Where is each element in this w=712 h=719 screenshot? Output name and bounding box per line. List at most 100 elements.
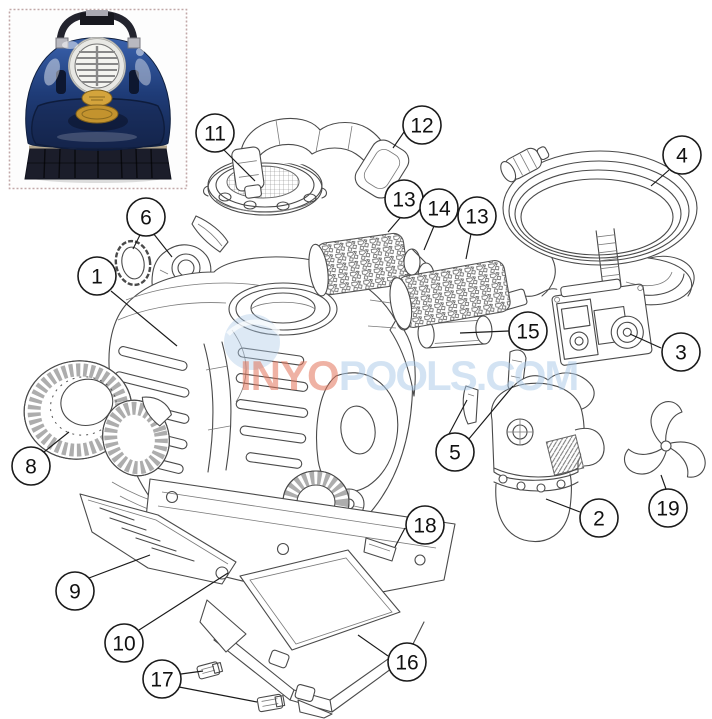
callout-number-16: 16 <box>395 652 418 675</box>
part-power-supply <box>485 228 695 366</box>
photo-handle <box>55 10 141 49</box>
part-clip-a <box>196 661 224 680</box>
callout-circle-13 <box>457 196 497 236</box>
callout-8: 8 <box>11 446 51 486</box>
part-clip-b <box>256 693 286 713</box>
callout-circle-6 <box>126 197 166 237</box>
callout-leader-9 <box>88 554 151 579</box>
callout-circle-1 <box>77 256 117 296</box>
callout-number-13: 13 <box>392 189 415 212</box>
callout-leader-11 <box>223 149 256 182</box>
part-seal-ring <box>114 239 152 287</box>
callout-number-8: 8 <box>25 456 37 479</box>
callout-number-3: 3 <box>675 342 687 365</box>
part-pump-motor <box>490 372 605 542</box>
callout-number-10: 10 <box>112 633 135 656</box>
callout-number-15: 15 <box>516 321 539 344</box>
callout-12: 12 <box>402 105 442 145</box>
callout-number-4: 4 <box>676 145 688 168</box>
part-brush-right <box>389 260 511 330</box>
callout-5: 5 <box>435 432 475 472</box>
callout-number-9: 9 <box>69 581 81 604</box>
part-brush-left <box>308 232 409 297</box>
callout-19: 19 <box>648 488 688 528</box>
callout-3: 3 <box>661 332 701 372</box>
callout-number-11: 11 <box>204 123 226 146</box>
callout-number-12: 12 <box>410 115 433 138</box>
callout-leader-14 <box>423 225 435 251</box>
callout-circle-5 <box>435 432 475 472</box>
part-side-vane <box>191 215 229 253</box>
part-floating-cable <box>500 146 698 297</box>
callout-circle-2 <box>579 498 619 538</box>
callout-circle-11 <box>195 113 235 153</box>
part-roller-tube <box>417 315 493 349</box>
photo-brush-skirt <box>24 145 172 180</box>
callout-10: 10 <box>104 623 144 663</box>
handle-elbow <box>231 146 265 199</box>
product-photo-inset <box>8 8 188 190</box>
power-box <box>551 278 653 366</box>
photo-dashed-frame <box>8 8 188 190</box>
callout-circle-14 <box>419 188 459 228</box>
watermark: INYOPOOLS.COM <box>224 314 579 399</box>
callout-leader-16 <box>357 634 389 657</box>
callout-leader-12 <box>392 131 405 149</box>
callout-leader-2 <box>545 498 581 513</box>
callout-circle-9 <box>55 571 95 611</box>
part-intake-flap <box>79 493 237 585</box>
callout-4: 4 <box>662 135 702 175</box>
callout-16: 16 <box>387 642 427 682</box>
callout-circle-19 <box>648 488 688 528</box>
callout-15: 15 <box>508 311 548 351</box>
callout-circle-10 <box>104 623 144 663</box>
callout-leader-15 <box>459 330 510 334</box>
callout-circle-4 <box>662 135 702 175</box>
callout-leader-17 <box>178 686 258 703</box>
callout-circle-3 <box>661 332 701 372</box>
callout-leader-4 <box>650 169 670 187</box>
callout-leader-6 <box>132 234 141 250</box>
watermark-text: INYOPOOLS.COM <box>240 352 577 399</box>
callout-number-17: 17 <box>150 669 173 692</box>
cable-connector <box>500 146 550 183</box>
photo-highlights <box>44 41 151 142</box>
watermark-text-right: POOLS.COM <box>339 352 578 399</box>
callout-leader-6 <box>152 232 173 258</box>
callout-number-5: 5 <box>449 442 461 465</box>
callout-number-6: 6 <box>140 207 152 230</box>
callout-number-2: 2 <box>593 508 605 531</box>
photo-gold-badge <box>75 89 119 124</box>
callout-18: 18 <box>405 505 445 545</box>
callout-6: 6 <box>126 197 166 237</box>
callout-number-19: 19 <box>656 498 679 521</box>
callout-leader-5 <box>448 399 468 435</box>
callout-number-1: 1 <box>91 266 103 289</box>
callout-number-13: 13 <box>465 206 488 229</box>
callout-circle-16 <box>387 642 427 682</box>
callout-17: 17 <box>142 659 182 699</box>
callout-number-18: 18 <box>413 515 436 538</box>
callout-14: 14 <box>419 188 459 228</box>
photo-right-slot <box>129 70 139 94</box>
part-filter-bag-frame <box>199 549 425 719</box>
part-wheel-tube-small <box>102 396 172 477</box>
callout-13: 13 <box>384 179 424 219</box>
callout-leader-19 <box>660 474 667 490</box>
callout-circle-17 <box>142 659 182 699</box>
part-latch-a <box>462 385 479 425</box>
callout-leader-13 <box>465 233 472 260</box>
part-impeller <box>623 401 706 478</box>
watermark-text-left: INYO <box>240 352 339 399</box>
callout-circle-15 <box>508 311 548 351</box>
part-side-flap <box>363 537 397 562</box>
callout-leader-10 <box>138 572 229 631</box>
watermark-logo-swoosh <box>226 319 282 336</box>
callout-2: 2 <box>579 498 619 538</box>
callout-11: 11 <box>195 113 235 153</box>
callout-leader-1 <box>110 290 178 347</box>
callout-13: 13 <box>457 196 497 236</box>
callout-9: 9 <box>55 571 95 611</box>
callout-circle-12 <box>402 105 442 145</box>
